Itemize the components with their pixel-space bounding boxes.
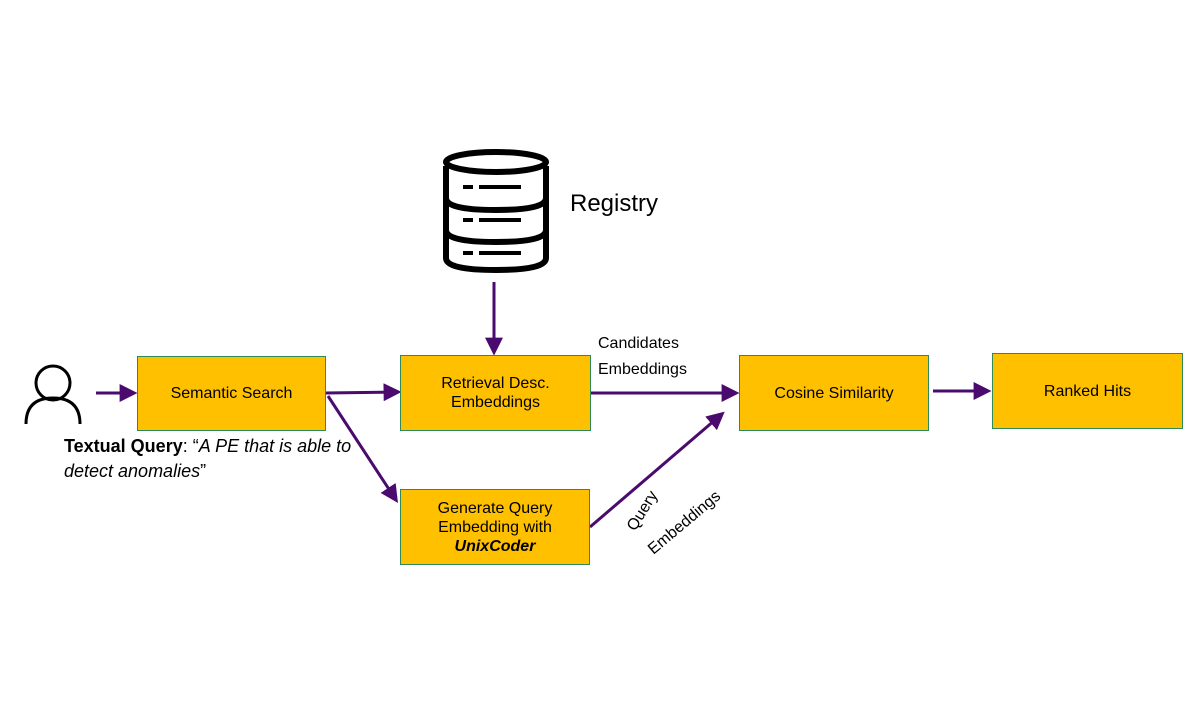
candidates-label-line2: Embeddings — [598, 361, 687, 378]
user-icon — [24, 364, 82, 425]
generate-query-line2: Embedding with — [438, 518, 552, 536]
ranked-hits-node: Ranked Hits — [992, 353, 1183, 429]
semantic-search-label: Semantic Search — [170, 385, 293, 402]
retrieval-label-line1: Retrieval Desc. — [441, 375, 550, 392]
textual-query-separator: : — [182, 436, 193, 456]
arrow-generate-query-to-cosine — [589, 411, 725, 529]
arrow-semantic-search-to-generate-query — [326, 395, 398, 504]
textual-query-text: A PE that is able to detect anomalies — [64, 436, 352, 481]
semantic-search-node: Semantic Search — [137, 356, 326, 431]
ranked-hits-label: Ranked Hits — [1043, 382, 1132, 400]
candidates-embeddings-label: Candidates Embeddings — [598, 331, 687, 383]
generate-query-node: Generate Query Embedding with UnixCoder — [400, 489, 590, 565]
cosine-similarity-label: Cosine Similarity — [774, 384, 894, 402]
textual-query-close-quote: ” — [200, 461, 207, 481]
textual-query-label: Textual Query — [64, 436, 183, 456]
database-icon — [443, 149, 549, 274]
cosine-similarity-node: Cosine Similarity — [739, 355, 929, 431]
arrow-semantic-search-to-retrieval — [325, 383, 402, 402]
generate-query-line1: Generate Query — [437, 499, 553, 517]
generate-query-model: UnixCoder — [454, 537, 536, 555]
retrieval-embeddings-node: Retrieval Desc. Embeddings — [400, 355, 591, 431]
textual-query: Textual Query: “A PE that is able to det… — [64, 434, 374, 484]
candidates-label-line1: Candidates — [598, 335, 679, 352]
registry-label: Registry — [570, 190, 659, 217]
retrieval-label-line2: Embeddings — [451, 394, 540, 411]
textual-query-open-quote: “ — [192, 436, 199, 456]
